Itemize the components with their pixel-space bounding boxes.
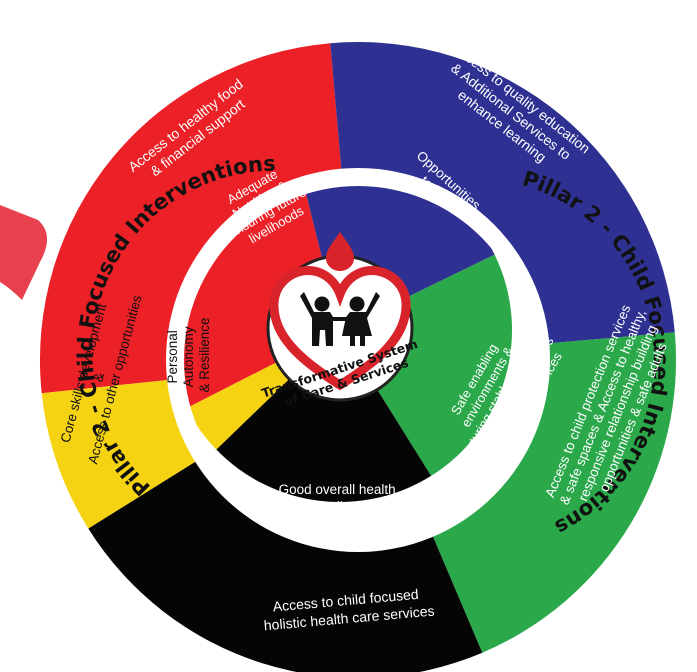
svg-text:Good overall health & we: Good overall health & wellness	[279, 482, 400, 514]
inner-black-line: & wellness	[307, 499, 372, 514]
heart-icon	[269, 266, 411, 391]
inner-yellow-line: Personal	[165, 330, 180, 383]
drop-icon	[326, 232, 354, 271]
inner-label-black: Good overall health & wellness	[279, 482, 400, 514]
inner-yellow-line: Autonomy	[181, 326, 196, 387]
inner-black-line: Good overall health	[279, 482, 396, 497]
pointer-tab	[0, 205, 48, 300]
inner-label-yellow: Personal Autonomy & Resilience	[165, 317, 212, 392]
inner-wedge-black	[216, 330, 432, 503]
children-icon	[300, 292, 380, 346]
inner-yellow-line: & Resilience	[197, 317, 212, 392]
svg-text:Personal Autonomy: Personal Autonomy & Resilience	[165, 317, 212, 392]
